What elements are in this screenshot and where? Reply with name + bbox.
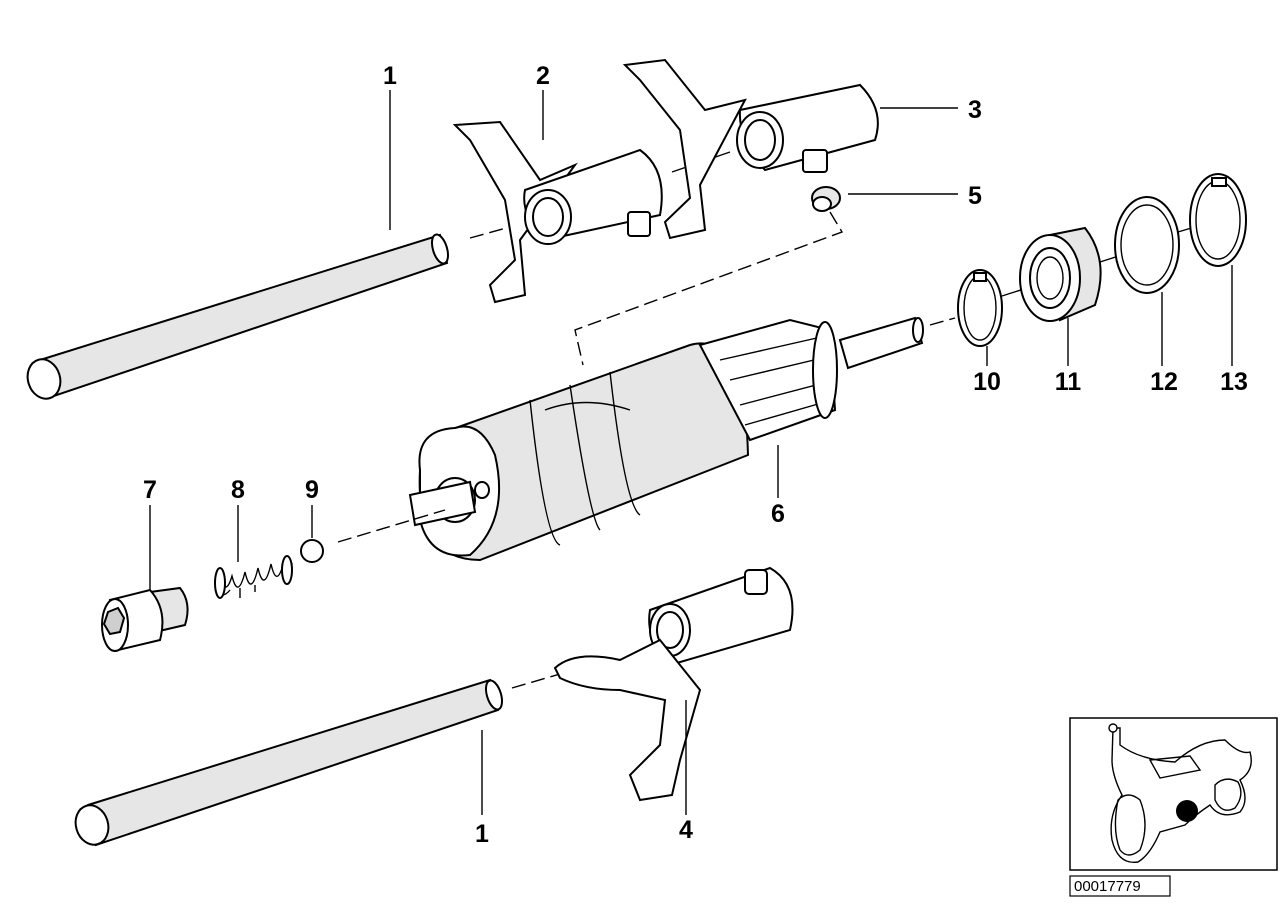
screw-7 [101,586,189,652]
bushing-5 [811,186,841,212]
shift-fork-4 [553,566,794,802]
callout-13: 13 [1220,368,1248,396]
axis-line [929,317,956,326]
reference-number-box: 00017779 [1069,875,1171,897]
callout-12: 12 [1150,368,1178,396]
callout-6: 6 [771,500,785,528]
location-marker [1176,800,1198,822]
shift-shaft-lower [74,678,504,847]
motorcycle-silhouette-icon [1108,723,1252,864]
retaining-ring-13 [1189,173,1247,267]
location-thumbnail [1069,717,1278,871]
shift-shaft-upper [26,233,450,400]
callout-10: 10 [973,368,1001,396]
callout-9: 9 [305,476,319,504]
callout-3: 3 [968,96,982,124]
shift-fork-3 [622,58,879,240]
leader-lines [149,90,1233,815]
circlip-10 [957,269,1003,347]
callout-7: 7 [143,476,157,504]
callout-8: 8 [231,476,245,504]
spring-8 [214,555,293,599]
callout-1-bottom: 1 [475,820,489,848]
axis-line [337,509,446,543]
bearing-11 [1019,226,1102,322]
ball-9 [300,539,324,563]
washer-12 [1114,196,1180,294]
reference-number: 00017779 [1074,878,1141,895]
callout-11: 11 [1055,368,1082,396]
shift-drum-6 [408,316,924,562]
axis-line [469,219,536,239]
callout-1-top: 1 [383,62,397,90]
assembly-path [574,211,844,366]
shift-fork-2 [452,120,731,304]
axis-line [511,673,561,689]
callout-4: 4 [679,816,693,844]
callout-5: 5 [968,182,982,210]
callout-2: 2 [536,62,550,90]
